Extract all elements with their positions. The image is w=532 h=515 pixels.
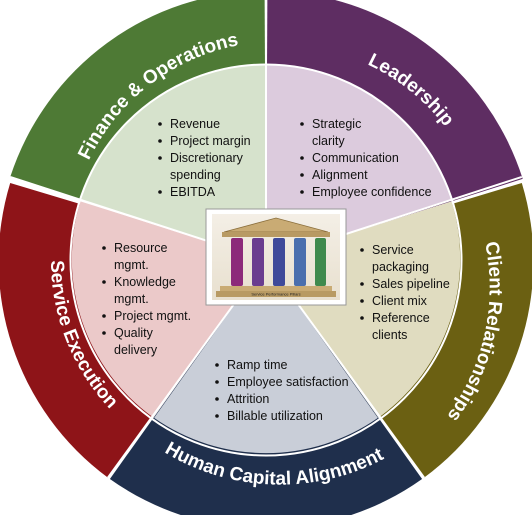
- bullet-icon: [102, 331, 106, 335]
- pillar-icon: [294, 238, 306, 286]
- list-item: Employee satisfaction: [227, 375, 349, 389]
- list-item: clients: [372, 328, 407, 342]
- list-item: Communication: [312, 151, 399, 165]
- list-item: EBITDA: [170, 185, 216, 199]
- inner-segment-human: [154, 260, 378, 454]
- list-item: mgmt.: [114, 292, 149, 306]
- bullet-icon: [360, 299, 364, 303]
- list-item: mgmt.: [114, 258, 149, 272]
- list-item: Alignment: [312, 168, 368, 182]
- bullet-icon: [215, 414, 219, 418]
- list-item: Sales pipeline: [372, 277, 450, 291]
- bullet-icon: [300, 190, 304, 194]
- item-list-service: Resource mgmt. Knowledge mgmt. Project mgmt.…: [102, 241, 191, 357]
- list-item: Revenue: [170, 117, 220, 131]
- list-item: Project margin: [170, 134, 251, 148]
- list-item: Employee confidence: [312, 185, 432, 199]
- list-item: Quality: [114, 326, 154, 340]
- list-item: packaging: [372, 260, 429, 274]
- list-item: clarity: [312, 134, 345, 148]
- bullet-icon: [158, 139, 162, 143]
- bullet-icon: [158, 190, 162, 194]
- bullet-icon: [360, 282, 364, 286]
- list-item: Project mgmt.: [114, 309, 191, 323]
- list-item: delivery: [114, 343, 158, 357]
- list-item: Service: [372, 243, 414, 257]
- list-item: Discretionary: [170, 151, 244, 165]
- list-item: Client mix: [372, 294, 428, 308]
- pillar-icon: [252, 238, 264, 286]
- list-item: Ramp time: [227, 358, 287, 372]
- bullet-icon: [102, 314, 106, 318]
- bullet-icon: [360, 316, 364, 320]
- list-item: Attrition: [227, 392, 269, 406]
- pillar-icon: [273, 238, 285, 286]
- list-item: Strategic: [312, 117, 361, 131]
- bullet-icon: [158, 122, 162, 126]
- bullet-icon: [158, 156, 162, 160]
- bullet-icon: [300, 122, 304, 126]
- list-item: spending: [170, 168, 221, 182]
- bullet-icon: [102, 280, 106, 284]
- center-pillars-image: Service Performance Pillars: [205, 208, 347, 306]
- list-item: Resource: [114, 241, 168, 255]
- center-caption: Service Performance Pillars: [251, 292, 300, 297]
- item-list-leadership: Strategic clarityCommunicationAlignmentEm…: [300, 117, 432, 199]
- bullet-icon: [360, 248, 364, 252]
- bullet-icon: [102, 246, 106, 250]
- bullet-icon: [300, 156, 304, 160]
- bullet-icon: [215, 363, 219, 367]
- bullet-icon: [215, 397, 219, 401]
- pillar-icon: [315, 238, 326, 286]
- pillar-icon: [231, 238, 243, 286]
- bullet-icon: [215, 380, 219, 384]
- bullet-icon: [300, 173, 304, 177]
- list-item: Reference: [372, 311, 430, 325]
- list-item: Billable utilization: [227, 409, 323, 423]
- list-item: Knowledge: [114, 275, 176, 289]
